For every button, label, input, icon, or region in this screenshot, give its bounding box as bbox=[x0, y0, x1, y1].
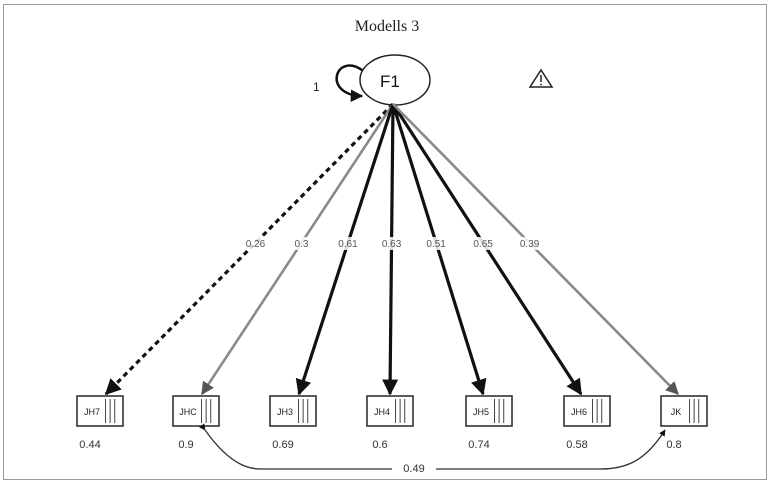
loading-label-jh5: 0.51 bbox=[426, 239, 446, 250]
indicator-label: JH3 bbox=[277, 407, 293, 417]
indicator-boxes: JH7 0.44 JHC 0.9 JH3 0.69 JH4 0.6 JH5 0.74 JH6 0.58… bbox=[76, 395, 708, 451]
residual-label-jh7: 0.44 bbox=[79, 439, 100, 451]
residual-label-jh3: 0.69 bbox=[272, 439, 293, 451]
covariance-label: 0.49 bbox=[403, 463, 424, 475]
residual-label-jh6: 0.58 bbox=[566, 439, 587, 451]
residual-label-jh4: 0.6 bbox=[372, 439, 387, 451]
indicator-label: JH7 bbox=[84, 407, 100, 417]
indicator-box-jh6: JH6 0.58 bbox=[563, 395, 611, 451]
indicator-box-jk: JK 0.8 bbox=[660, 395, 708, 451]
indicator-box-jh5: JH5 0.74 bbox=[465, 395, 513, 451]
residual-label-jk: 0.8 bbox=[666, 439, 681, 451]
indicator-label: JH5 bbox=[473, 407, 489, 417]
loading-label-jhc: 0.3 bbox=[294, 239, 308, 250]
indicator-label: JH6 bbox=[571, 407, 587, 417]
warning-triangle-icon bbox=[528, 68, 554, 88]
loading-label-jh7: 0.26 bbox=[246, 239, 266, 250]
diagram-title: Modells 3 bbox=[354, 18, 420, 35]
residual-label-jhc: 0.9 bbox=[178, 439, 193, 451]
indicator-box-jh3: JH3 0.69 bbox=[269, 395, 317, 451]
residual-label-jh5: 0.74 bbox=[468, 439, 489, 451]
factor-variance-label: 1 bbox=[313, 80, 320, 94]
loading-label-jh3: 0.61 bbox=[338, 239, 358, 250]
indicator-label: JH4 bbox=[374, 407, 390, 417]
loading-label-jh6: 0.65 bbox=[473, 239, 493, 250]
loading-label-jk: 0.39 bbox=[520, 239, 540, 250]
indicator-box-jh4: JH4 0.6 bbox=[366, 395, 414, 451]
indicator-box-jhc: JHC 0.9 bbox=[172, 395, 220, 451]
indicator-label: JK bbox=[671, 407, 682, 417]
factor-label: F1 bbox=[380, 72, 400, 91]
variance-loop bbox=[335, 64, 375, 102]
loading-paths: 0.26 0.3 0.61 0.63 0.51 0.65 0.39 bbox=[104, 102, 679, 396]
loading-label-jh4: 0.63 bbox=[382, 239, 402, 250]
indicator-box-jh7: JH7 0.44 bbox=[76, 395, 124, 451]
indicator-label: JHC bbox=[179, 407, 197, 417]
